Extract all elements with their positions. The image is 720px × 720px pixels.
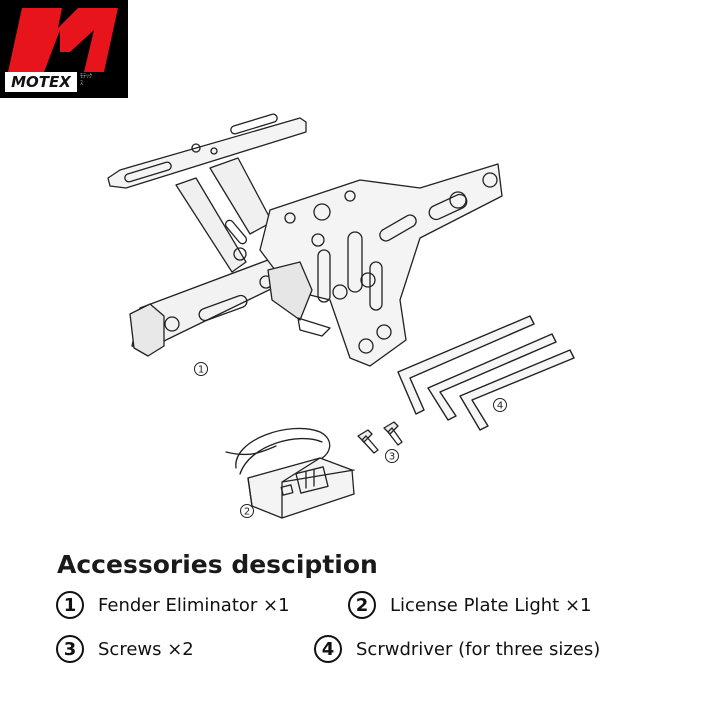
logo-brand-text: MOTEX [5,72,77,92]
accessory-number-2: 2 [348,591,376,619]
callout-1: 1 [194,362,208,376]
accessory-label-2: License Plate Light ×1 [390,594,592,616]
accessories-diagram: 1 2 3 4 [107,113,575,519]
callout-3: 3 [385,449,399,463]
callout-1-label: 1 [198,365,204,376]
accessory-item-3: 3 Screws ×2 [56,632,194,666]
license-plate-light-drawing [225,427,355,519]
screws-drawing [357,421,403,454]
accessory-number-3: 3 [56,635,84,663]
accessory-number-4: 4 [314,635,342,663]
callout-2: 2 [240,504,254,518]
accessory-label-1: Fender Eliminator ×1 [98,594,290,616]
fender-eliminator-drawing [107,113,503,367]
accessory-label-4: Scrwdriver (for three sizes) [356,638,601,660]
accessory-item-1: 1 Fender Eliminator ×1 [56,588,290,622]
hex-keys-drawing [397,315,575,431]
accessory-number-1: 1 [56,591,84,619]
accessory-item-2: 2 License Plate Light ×1 [348,588,592,622]
logo-m-mark [8,8,118,72]
callout-2-label: 2 [244,507,250,518]
accessory-item-4: 4 Scrwdriver (for three sizes) [314,632,600,666]
logo-sub-text: ﾓﾃｯｸｽ [80,73,93,87]
accessories-heading: Accessories desciption [57,550,378,579]
callout-3-label: 3 [389,452,395,463]
callout-4-label: 4 [497,401,503,412]
motex-logo: MOTEX ﾓﾃｯｸｽ [0,0,128,98]
callout-4: 4 [493,398,507,412]
accessory-label-3: Screws ×2 [98,638,194,660]
